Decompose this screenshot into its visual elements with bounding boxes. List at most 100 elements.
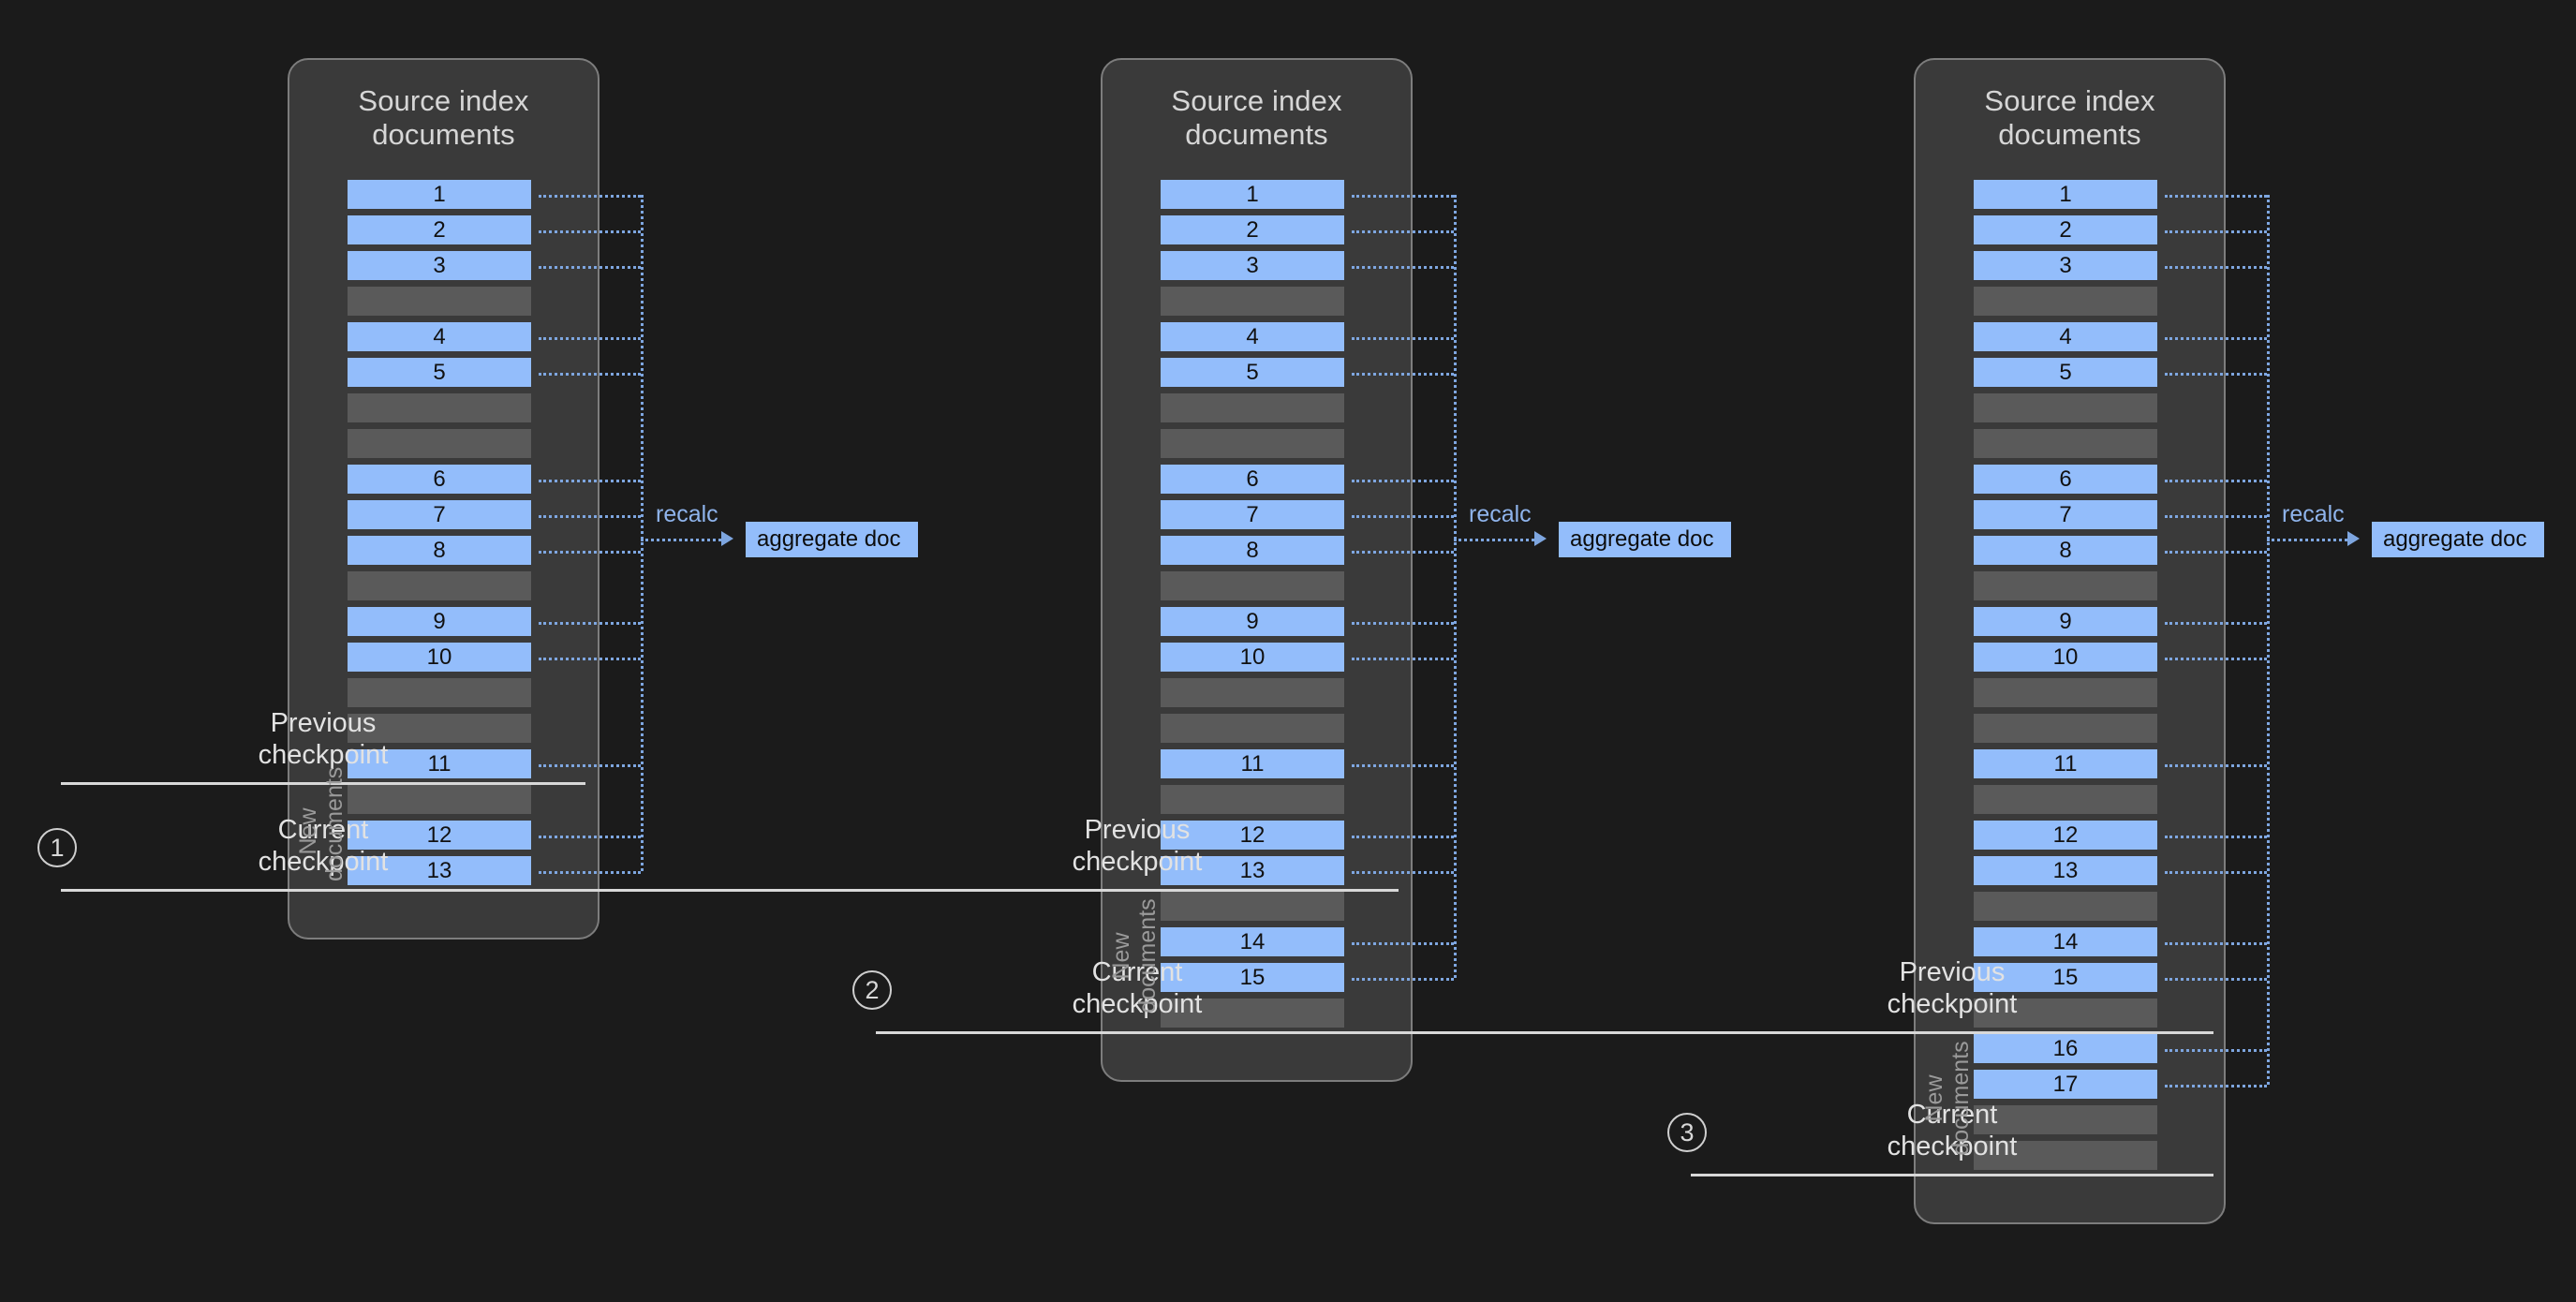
document-row: 15 bbox=[1974, 963, 2157, 992]
previous-checkpoint-line bbox=[61, 782, 585, 785]
document-row-placeholder bbox=[1161, 393, 1344, 422]
recalc-arrow-head bbox=[721, 531, 733, 546]
row-connector-line bbox=[2165, 514, 2267, 518]
document-row: 6 bbox=[1161, 465, 1344, 494]
current-checkpoint-line bbox=[1691, 1174, 2213, 1176]
row-connector-line bbox=[539, 763, 641, 767]
document-row-placeholder bbox=[1974, 785, 2157, 814]
document-row: 2 bbox=[1161, 215, 1344, 244]
document-row: 1 bbox=[1974, 180, 2157, 209]
document-row: 16 bbox=[1974, 1034, 2157, 1063]
row-connector-line bbox=[2165, 229, 2267, 233]
new-documents-label: New documents bbox=[1920, 1040, 1974, 1156]
document-row: 12 bbox=[348, 821, 531, 850]
collector-line bbox=[2267, 194, 2270, 1085]
previous-checkpoint-line bbox=[876, 889, 1399, 892]
row-connector-line bbox=[1352, 870, 1454, 874]
document-row-placeholder bbox=[1974, 714, 2157, 743]
row-connector-line bbox=[2165, 941, 2267, 945]
document-row-placeholder bbox=[1974, 287, 2157, 316]
row-connector-line bbox=[539, 621, 641, 625]
row-connector-line bbox=[2165, 1084, 2267, 1087]
document-row-placeholder bbox=[348, 678, 531, 707]
current-checkpoint-label: Current checkpoint bbox=[1072, 957, 1203, 1020]
aggregate-doc-box: aggregate doc bbox=[746, 522, 918, 557]
row-connector-line bbox=[539, 372, 641, 376]
document-row: 13 bbox=[1974, 856, 2157, 885]
document-row-placeholder bbox=[1161, 287, 1344, 316]
document-row-placeholder bbox=[348, 287, 531, 316]
recalc-label: recalc bbox=[1469, 501, 1532, 527]
collector-line bbox=[1454, 194, 1457, 978]
row-connector-line bbox=[539, 229, 641, 233]
current-checkpoint-line bbox=[876, 1031, 2181, 1034]
document-row: 15 bbox=[1161, 963, 1344, 992]
row-connector-line bbox=[2165, 763, 2267, 767]
row-connector-line bbox=[2165, 1048, 2267, 1052]
document-row: 14 bbox=[1974, 927, 2157, 956]
row-connector-line bbox=[1352, 229, 1454, 233]
row-connector-line bbox=[2165, 870, 2267, 874]
document-row: 11 bbox=[1974, 749, 2157, 778]
row-connector-line bbox=[2165, 621, 2267, 625]
document-row: 5 bbox=[1161, 358, 1344, 387]
document-row-placeholder bbox=[1974, 1141, 2157, 1170]
recalc-label: recalc bbox=[2282, 501, 2345, 527]
recalc-label: recalc bbox=[656, 501, 718, 527]
new-documents-label: New documents bbox=[1107, 897, 1161, 1013]
recalc-arrow-head bbox=[2347, 531, 2360, 546]
document-row: 11 bbox=[348, 749, 531, 778]
row-connector-line bbox=[539, 657, 641, 660]
document-row-placeholder bbox=[1161, 678, 1344, 707]
document-row: 8 bbox=[1974, 536, 2157, 565]
row-connector-line bbox=[539, 514, 641, 518]
document-row: 9 bbox=[1161, 607, 1344, 636]
document-row-placeholder bbox=[1974, 429, 2157, 458]
document-row: 3 bbox=[1974, 251, 2157, 280]
recalc-arrow-head bbox=[1534, 531, 1547, 546]
previous-checkpoint-label: Previous checkpoint bbox=[1887, 957, 2018, 1020]
document-row: 4 bbox=[1974, 322, 2157, 351]
document-row: 12 bbox=[1974, 821, 2157, 850]
document-row-placeholder bbox=[348, 429, 531, 458]
row-connector-line bbox=[2165, 265, 2267, 269]
row-connector-line bbox=[1352, 657, 1454, 660]
row-connector-line bbox=[2165, 550, 2267, 554]
row-connector-line bbox=[1352, 514, 1454, 518]
row-connector-line bbox=[2165, 657, 2267, 660]
row-connector-line bbox=[1352, 372, 1454, 376]
document-row: 4 bbox=[1161, 322, 1344, 351]
document-row-placeholder bbox=[1161, 714, 1344, 743]
row-connector-line bbox=[2165, 479, 2267, 482]
document-row: 1 bbox=[1161, 180, 1344, 209]
document-row: 8 bbox=[1161, 536, 1344, 565]
document-row: 5 bbox=[348, 358, 531, 387]
document-row: 5 bbox=[1974, 358, 2157, 387]
document-row: 6 bbox=[348, 465, 531, 494]
document-row: 11 bbox=[1161, 749, 1344, 778]
document-row: 4 bbox=[348, 322, 531, 351]
aggregate-doc-box: aggregate doc bbox=[1559, 522, 1731, 557]
document-row: 9 bbox=[348, 607, 531, 636]
document-row: 3 bbox=[348, 251, 531, 280]
previous-checkpoint-label: Previous checkpoint bbox=[258, 708, 389, 771]
document-row-placeholder bbox=[1161, 999, 1344, 1028]
document-row-placeholder bbox=[1974, 892, 2157, 921]
row-connector-line bbox=[1352, 621, 1454, 625]
document-row: 12 bbox=[1161, 821, 1344, 850]
panel-title: Source index documents bbox=[358, 84, 529, 151]
document-row-placeholder bbox=[1974, 999, 2157, 1028]
document-row: 3 bbox=[1161, 251, 1344, 280]
document-row: 13 bbox=[348, 856, 531, 885]
document-row: 10 bbox=[348, 643, 531, 672]
row-connector-line bbox=[1352, 835, 1454, 838]
row-connector-line bbox=[539, 870, 641, 874]
document-row: 7 bbox=[1974, 500, 2157, 529]
step-number-badge: 2 bbox=[852, 970, 892, 1010]
row-connector-line bbox=[2165, 835, 2267, 838]
document-row-placeholder bbox=[1974, 1105, 2157, 1134]
document-row-placeholder bbox=[1161, 429, 1344, 458]
document-row: 2 bbox=[348, 215, 531, 244]
